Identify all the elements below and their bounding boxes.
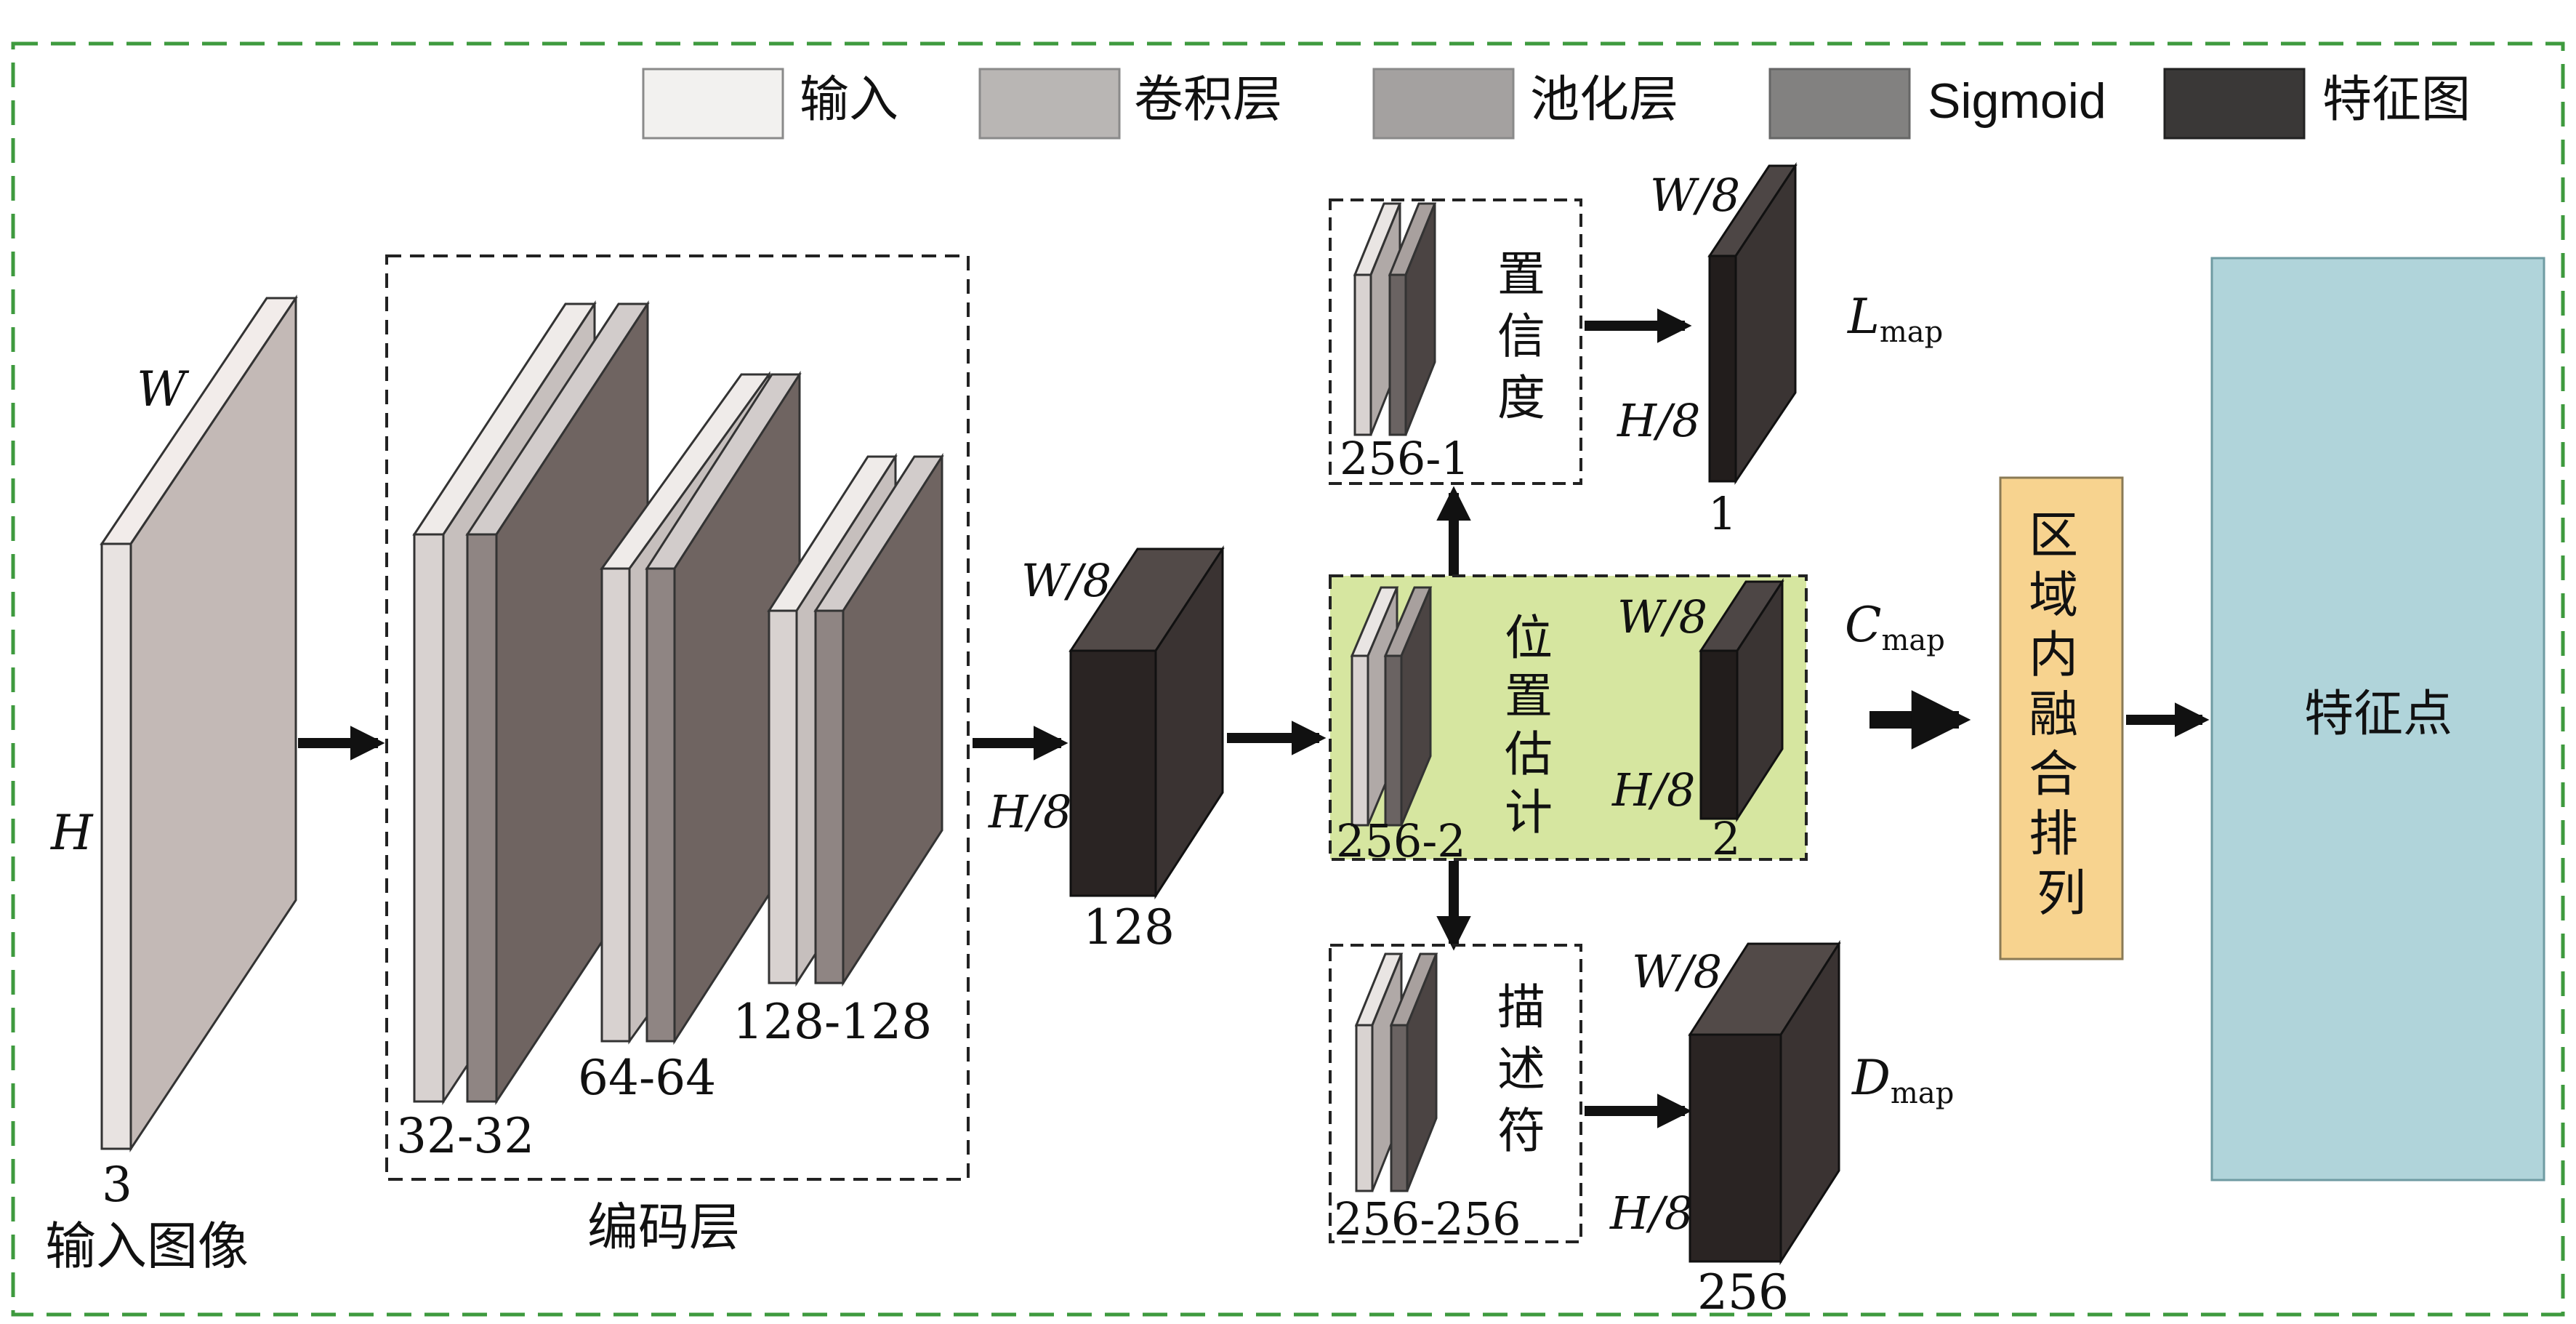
shared-width-label: W/8	[1021, 554, 1111, 607]
descriptor-title: 描 述 符	[1497, 979, 1561, 1159]
fusion-label: 区 域 内 融 合 排 列	[2029, 507, 2094, 923]
legend-feature-swatch	[2163, 68, 2306, 140]
legend-conv-swatch	[978, 68, 1121, 140]
location-title-char: 位	[1505, 610, 1553, 666]
encoder-block-2	[600, 370, 802, 1046]
fusion-label-char: 域	[2029, 567, 2078, 625]
fusion-box	[1999, 476, 2124, 960]
descriptor-title-char: 述	[1497, 1041, 1545, 1097]
location-title-char: 计	[1505, 785, 1553, 840]
legend-conv-label: 卷积层	[1134, 71, 1282, 129]
encoder-block-1-label: 32-32	[396, 1108, 534, 1164]
location-output-sub: map	[1882, 624, 1945, 657]
feature-points-box	[2210, 257, 2545, 1181]
descriptor-conv-layers	[1354, 952, 1438, 1192]
location-title: 位 置 估 计	[1505, 610, 1568, 840]
fusion-label-char: 融	[2029, 686, 2078, 744]
legend-feature-label: 特征图	[2322, 71, 2471, 129]
location-depth-label: 2	[1712, 812, 1740, 865]
input-width-label: W	[137, 361, 190, 417]
confidence-output-label: Lmap	[1847, 289, 1943, 349]
location-title-char: 置	[1505, 668, 1553, 724]
confidence-height-label: H/8	[1617, 394, 1700, 447]
descriptor-output-main: D	[1851, 1050, 1891, 1106]
descriptor-head-box	[1329, 944, 1582, 1243]
confidence-head-box	[1329, 198, 1582, 485]
confidence-output-main: L	[1847, 289, 1880, 345]
encoder-block-3-label: 128-128	[733, 994, 932, 1050]
legend-pool-swatch	[1372, 68, 1515, 140]
descriptor-title-char: 描	[1497, 979, 1545, 1035]
outer-frame	[11, 41, 2565, 1317]
confidence-title-char: 置	[1497, 246, 1545, 302]
descriptor-height-label: H/8	[1609, 1187, 1693, 1240]
confidence-feature-map	[1707, 162, 1798, 485]
encoder-block-2-label: 64-64	[578, 1050, 716, 1106]
encoder-block-1	[412, 300, 650, 1105]
location-width-label: W/8	[1617, 590, 1707, 643]
fusion-label-char: 内	[2029, 627, 2078, 684]
location-feature-map	[1699, 577, 1784, 823]
location-height-label: H/8	[1611, 763, 1695, 817]
descriptor-output-sub: map	[1891, 1077, 1954, 1110]
confidence-conv-layers	[1353, 202, 1437, 436]
descriptor-title-char: 符	[1497, 1103, 1545, 1159]
fusion-label-char: 排	[2029, 806, 2078, 863]
input-height-label: H	[50, 805, 94, 861]
descriptor-feature-map	[1688, 939, 1841, 1266]
input-image-slab	[100, 294, 298, 1152]
confidence-conv-label: 256-1	[1340, 432, 1470, 485]
fusion-label-char: 合	[2029, 746, 2078, 803]
fusion-label-char: 列	[2037, 865, 2086, 923]
location-output-main: C	[1845, 597, 1882, 653]
confidence-title-char: 信	[1497, 308, 1545, 364]
shared-height-label: H/8	[988, 785, 1071, 838]
confidence-output-sub: map	[1880, 316, 1943, 349]
legend-pool-label: 池化层	[1530, 71, 1678, 129]
encoder-caption: 编码层	[587, 1197, 740, 1257]
fusion-label-char: 区	[2029, 507, 2078, 565]
location-conv-layers	[1350, 586, 1433, 827]
encoder-block-3	[767, 452, 944, 987]
location-title-char: 估	[1505, 726, 1553, 782]
location-output-label: Cmap	[1845, 597, 1945, 657]
shared-feature-map	[1068, 545, 1225, 900]
location-conv-label: 256-2	[1336, 814, 1466, 867]
confidence-title-char: 度	[1497, 370, 1545, 426]
descriptor-width-label: W/8	[1632, 945, 1722, 998]
confidence-title: 置 信 度	[1497, 246, 1561, 426]
legend-input-label: 输入	[800, 71, 898, 129]
confidence-depth-label: 1	[1708, 487, 1736, 540]
descriptor-conv-label: 256-256	[1334, 1192, 1521, 1245]
descriptor-depth-label: 256	[1697, 1264, 1789, 1320]
descriptor-output-label: Dmap	[1851, 1050, 1954, 1110]
shared-depth-label: 128	[1083, 899, 1175, 955]
input-image-caption: 输入图像	[45, 1216, 249, 1276]
legend-sigmoid-label: Sigmoid	[1928, 73, 2106, 129]
feature-points-label: 特征点	[2304, 686, 2452, 743]
legend: 输入 卷积层 池化层 Sigmoid 特征图	[642, 68, 2471, 140]
input-channels-label: 3	[102, 1157, 132, 1213]
confidence-width-label: W/8	[1650, 169, 1740, 222]
encoder-box	[385, 254, 970, 1181]
legend-input-swatch	[642, 68, 784, 140]
legend-sigmoid-swatch	[1768, 68, 1911, 140]
